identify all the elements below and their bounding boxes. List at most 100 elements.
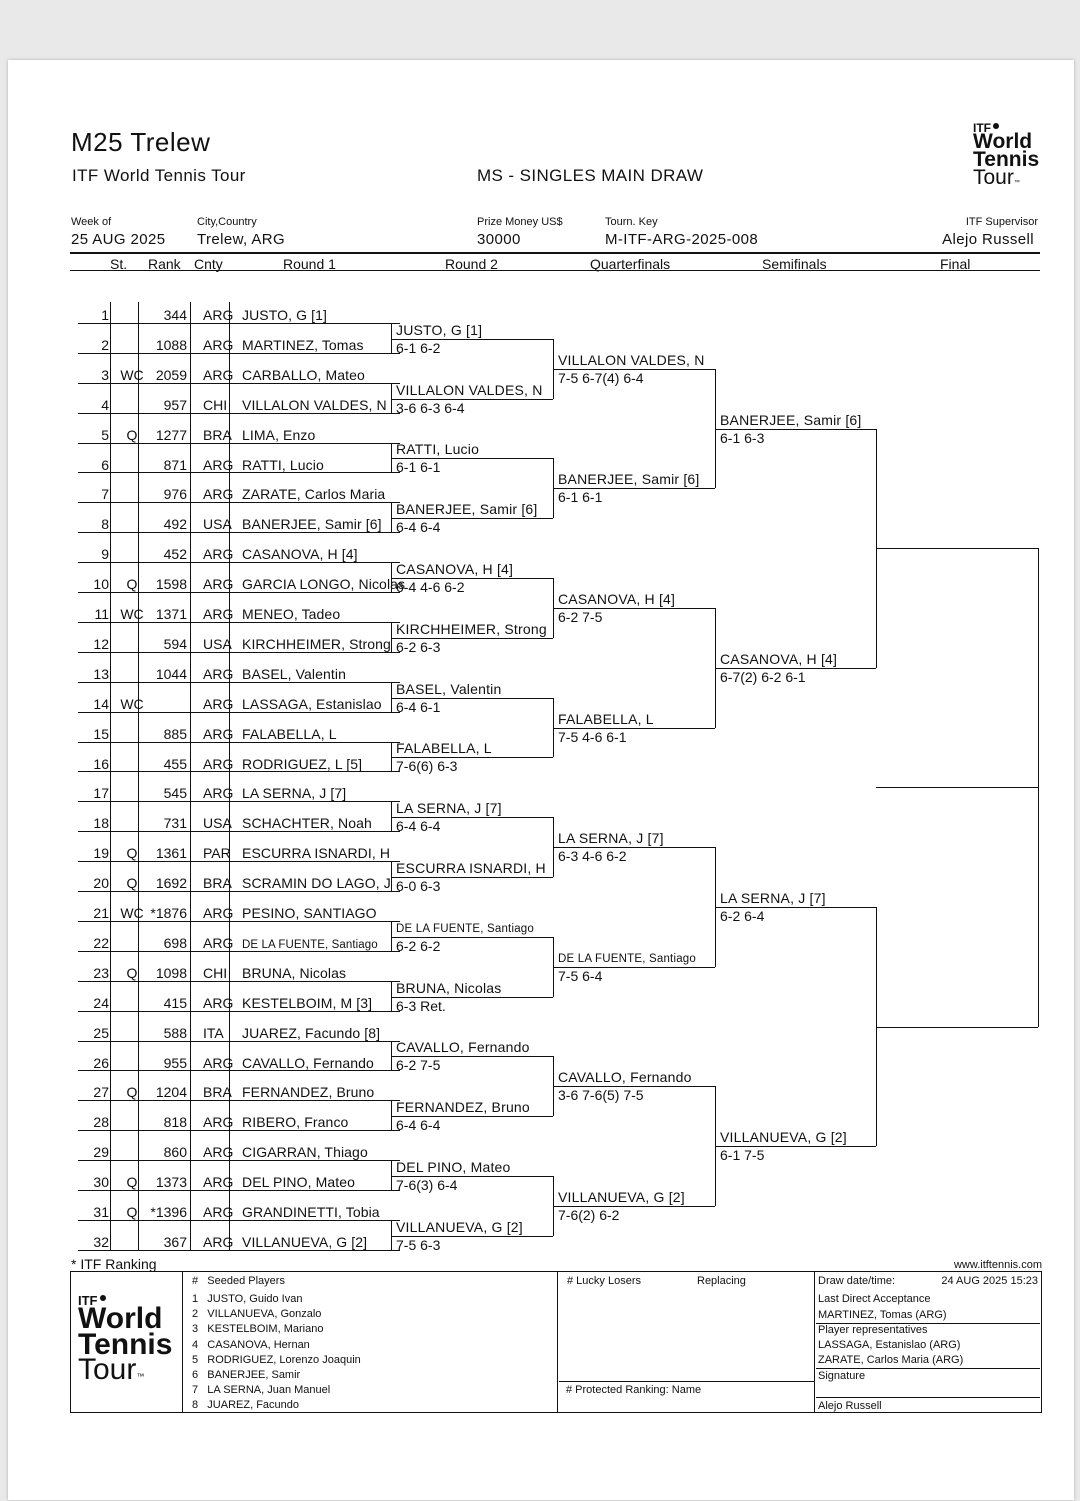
player-country: ARG <box>203 665 234 682</box>
row-underline <box>78 1249 400 1251</box>
col-quarterfinals: Quarterfinals <box>590 256 671 272</box>
player-name: ESCURRA ISNARDI, H <box>242 845 391 862</box>
player-rank: 1044 <box>155 665 187 682</box>
match-score: 6-4 6-4 <box>396 818 441 835</box>
table-column-line <box>138 302 139 1251</box>
player-country: ARG <box>203 725 234 742</box>
match-score: 7-6(2) 6-2 <box>558 1206 620 1223</box>
player-rank: 455 <box>163 755 187 772</box>
winner-name: CAVALLO, Fernando <box>558 1069 692 1086</box>
row-underline <box>78 741 400 743</box>
player-country: ARG <box>203 456 234 473</box>
itf-world-tennis-tour-logo-footer: ITF World Tennis Tour™ <box>78 1293 173 1387</box>
player-rank: 955 <box>163 1054 187 1071</box>
player-country: PAR <box>203 845 231 862</box>
player-name: LIMA, Enzo <box>242 426 316 443</box>
prize-money-label: Prize Money US$ <box>477 216 563 228</box>
bracket-line <box>391 697 553 699</box>
winner-name: KIRCHHEIMER, Strong <box>396 620 547 637</box>
signature-value: Alejo Russell <box>818 1400 882 1412</box>
seed-name: KESTELBOIM, Mariano <box>207 1323 324 1336</box>
match-score: 6-4 6-1 <box>396 698 441 715</box>
footer-rule <box>816 1397 1040 1398</box>
match-score: 6-3 Ret. <box>396 997 446 1014</box>
bracket-connector <box>391 323 392 354</box>
tournament-key-value: M-ITF-ARG-2025-008 <box>605 231 759 248</box>
player-country: BRA <box>203 1084 232 1101</box>
bracket-line <box>553 368 715 370</box>
player-rank: 367 <box>163 1233 187 1250</box>
player-name: LA SERNA, J [7] <box>242 785 347 802</box>
seed-number: 5 <box>192 1353 199 1366</box>
match-score: 7-5 6-3 <box>396 1236 441 1253</box>
replacing-header: Replacing <box>697 1275 746 1287</box>
match-score: 7-6(6) 6-3 <box>396 758 458 775</box>
player-number: 21 <box>93 905 109 921</box>
draw-date-value: 24 AUG 2025 15:23 <box>941 1275 1038 1287</box>
player-rank: 452 <box>163 546 187 563</box>
player-number: 23 <box>93 964 109 981</box>
player-name: KIRCHHEIMER, Strong <box>242 635 391 652</box>
footer-box <box>70 1271 1042 1413</box>
player-name: CASANOVA, H [4] <box>242 546 358 563</box>
player-name: VILLALON VALDES, N <box>242 396 387 413</box>
seed-name: RODRIGUEZ, Lorenzo Joaquin <box>207 1353 361 1366</box>
col-semifinals: Semifinals <box>762 256 827 272</box>
player-name: SCRAMIN DO LAGO, J <box>242 875 391 892</box>
winner-name: FALABELLA, L <box>396 740 492 757</box>
row-underline <box>78 861 400 863</box>
bracket-line <box>553 727 715 729</box>
player-rank: 1373 <box>155 1174 187 1191</box>
match-score: 6-2 7-5 <box>558 608 603 625</box>
bracket-line <box>876 1026 1038 1028</box>
bracket-line <box>391 877 553 879</box>
row-underline <box>78 831 400 833</box>
player-name: RODRIGUEZ, L [5] <box>242 755 363 772</box>
seed-number: 1 <box>192 1293 199 1305</box>
seed-name: LA SERNA, Juan Manuel <box>207 1384 331 1397</box>
winner-name: CASANOVA, H [4] <box>558 590 676 607</box>
bracket-line <box>553 607 715 609</box>
match-score: 6-2 7-5 <box>396 1057 441 1074</box>
row-underline <box>78 1130 400 1132</box>
player-country: ARG <box>203 576 234 593</box>
tournament-key-label: Tourn. Key <box>605 216 658 228</box>
row-underline <box>78 920 400 922</box>
player-status: Q <box>126 1084 138 1101</box>
bracket-line <box>391 637 553 639</box>
player-name: VILLANUEVA, G [2] <box>242 1233 368 1250</box>
row-underline <box>78 1219 400 1221</box>
player-number: 3 <box>101 366 109 383</box>
last-direct-acceptance-value: MARTINEZ, Tomas (ARG) <box>818 1309 947 1321</box>
row-underline <box>78 651 400 653</box>
winner-name: DEL PINO, Mateo <box>396 1159 511 1176</box>
winner-name: RATTI, Lucio <box>396 441 480 458</box>
bracket-line <box>391 817 553 819</box>
player-name: JUAREZ, Facundo [8] <box>242 1024 381 1041</box>
player-status: Q <box>126 845 138 862</box>
seeded-player: 8 JUAREZ, Facundo <box>192 1399 299 1411</box>
winner-name: FERNANDEZ, Bruno <box>396 1099 530 1116</box>
player-number: 26 <box>93 1054 109 1071</box>
bracket-connector <box>553 1056 554 1117</box>
player-rank: 1361 <box>155 845 187 862</box>
player-country: ARG <box>203 606 234 622</box>
match-score: 3-6 7-6(5) 7-5 <box>558 1087 644 1104</box>
bracket-line <box>391 757 553 759</box>
supervisor-value: Alejo Russell <box>942 231 1034 248</box>
player-name: BRUNA, Nicolas <box>242 964 347 981</box>
player-rank: 731 <box>163 815 187 832</box>
player-rank: 545 <box>163 785 187 802</box>
header-rule <box>70 252 1040 254</box>
winner-name: VILLALON VALDES, N <box>396 381 543 398</box>
row-underline <box>78 711 400 713</box>
column-header-rule <box>70 270 1040 271</box>
seed-number: 4 <box>192 1338 199 1351</box>
match-score: 6-1 6-3 <box>720 429 765 446</box>
